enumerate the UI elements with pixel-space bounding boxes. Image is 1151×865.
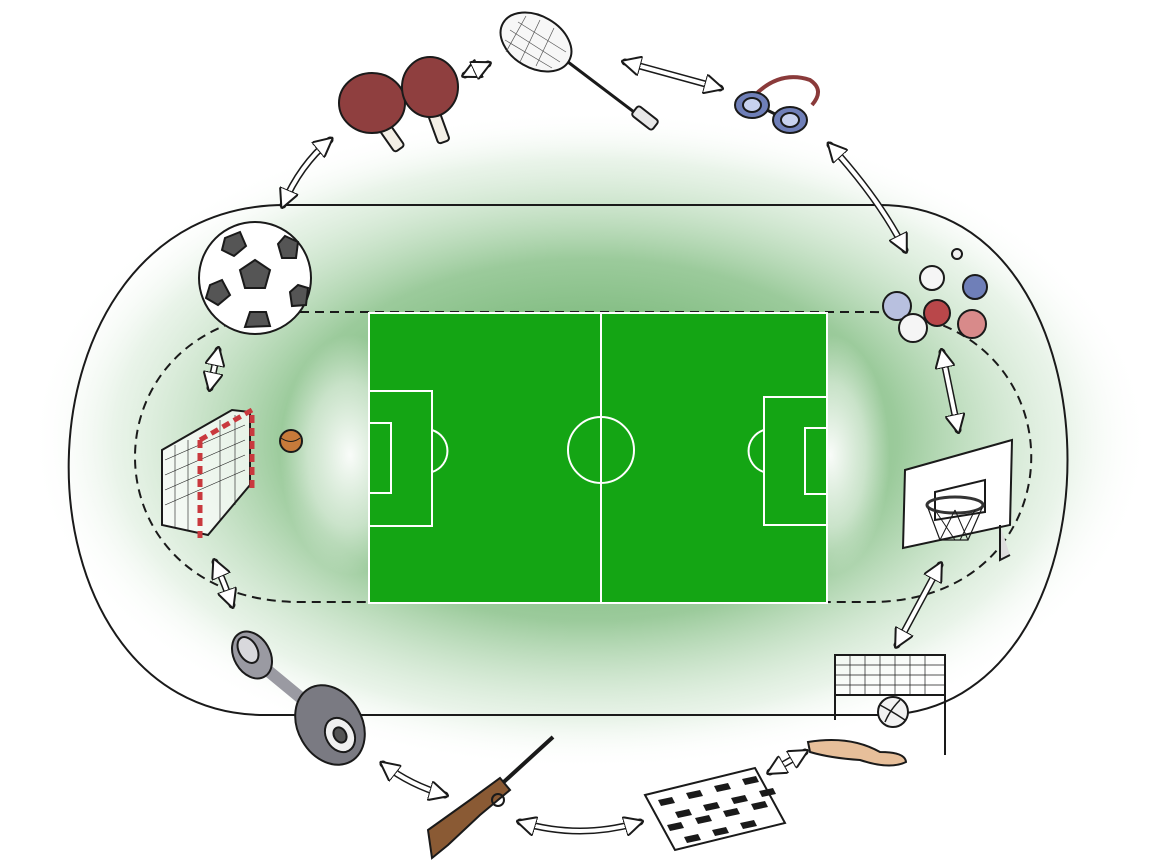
soccer-ball-icon [199,222,311,334]
table-tennis-paddles-icon [339,57,458,152]
soccer-pitch [369,313,827,603]
chess-board-icon [645,768,785,850]
